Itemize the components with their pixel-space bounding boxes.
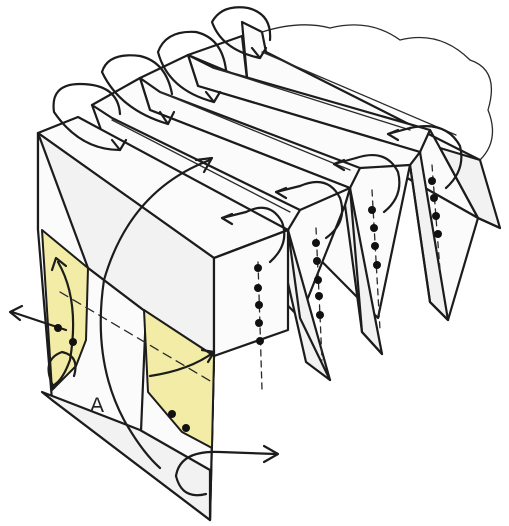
axis-label-a: A [90,394,104,417]
